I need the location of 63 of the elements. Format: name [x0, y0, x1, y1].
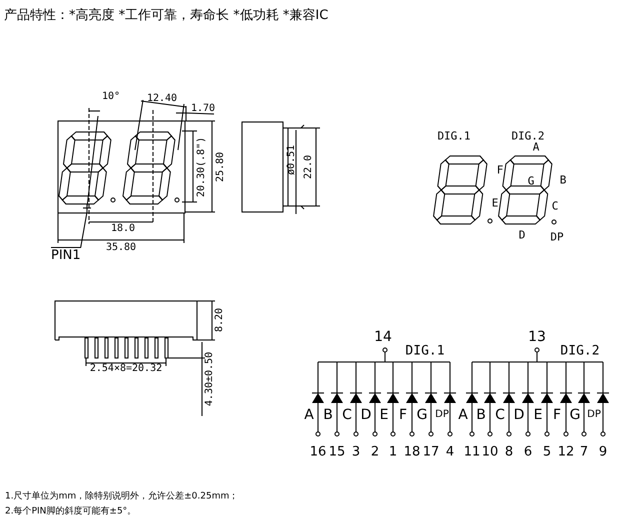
pin-number: 15 — [328, 446, 346, 458]
segment-label: E — [380, 408, 388, 422]
segment-label: A — [532, 142, 540, 152]
dimension-label: 1.70 — [190, 104, 216, 114]
pin-number: 5 — [542, 446, 552, 458]
note: 1.尺寸单位为mm，除特别说明外，允许公差±0.25mm； — [5, 492, 238, 502]
dimension-label: 4.30±0.50 — [205, 352, 215, 406]
segment-label: G — [570, 408, 580, 422]
dimension-label: 8.20 — [215, 308, 225, 332]
pin-number: 14 — [374, 330, 392, 344]
segment-label: DP — [550, 232, 564, 242]
dimension-label: 18.0 — [110, 224, 136, 234]
segment-label: D — [360, 408, 372, 422]
segment-label: DP — [587, 410, 601, 420]
digit-label: DIG.2 — [560, 344, 600, 358]
segment-label: D — [518, 230, 526, 240]
pin-number: 8 — [504, 446, 514, 458]
pin-number: 9 — [598, 446, 608, 458]
segment-label: B — [560, 174, 566, 186]
segment-label: C — [552, 200, 558, 212]
pin-number: 2 — [370, 446, 380, 458]
dimension-label: 2.54×8=20.32 — [90, 364, 162, 374]
pin-number: 10 — [482, 446, 498, 458]
pin-number: 16 — [310, 446, 326, 458]
dimension-label: 12.40 — [146, 94, 178, 104]
segment-label: G — [416, 408, 428, 422]
segment-label: B — [476, 408, 486, 422]
pin-number: 17 — [422, 446, 440, 458]
dimension-label: 20.30(.8") — [197, 136, 207, 198]
segment-label: F — [496, 164, 504, 176]
dimension-label: 25.80 — [216, 152, 226, 182]
segment-label: DP — [435, 410, 449, 420]
pin-number: 18 — [404, 446, 420, 458]
pin-number: 6 — [524, 446, 532, 458]
segment-label: C — [342, 408, 352, 422]
note: 2.每个PIN脚的斜度可能有±5°。 — [5, 508, 136, 516]
pin-marker-icon — [83, 204, 91, 212]
segment-label: E — [534, 408, 542, 422]
segment-label: F — [552, 408, 562, 422]
digit-label: DIG.1 — [437, 130, 471, 142]
segment-label: A — [458, 408, 468, 422]
pin-number: 3 — [352, 446, 360, 458]
pin-number: 4 — [446, 446, 454, 458]
digit-label: DIG.1 — [405, 344, 445, 358]
pin-number: 12 — [558, 446, 574, 458]
title: 产品特性：*高亮度 *工作可靠，寿命长 *低功耗 *兼容IC — [4, 7, 328, 24]
dimension-label: 22.0 — [304, 154, 314, 180]
segment-label: A — [304, 408, 314, 422]
segment-label: D — [514, 408, 524, 422]
pin-number: 13 — [528, 330, 546, 344]
pin-number: 11 — [464, 446, 480, 458]
segment-label: E — [492, 198, 498, 208]
segment-label: B — [323, 408, 333, 422]
dimension-label: 35.80 — [106, 243, 136, 253]
leader-line — [80, 212, 88, 248]
dimension-label: 10° — [102, 92, 120, 102]
pin-number: 1 — [388, 446, 398, 458]
digit-label: DIG.2 — [511, 130, 545, 142]
segment-label: F — [398, 408, 408, 422]
pin-number: 7 — [580, 446, 588, 458]
segment-label: C — [495, 408, 505, 422]
pin-label: PIN1 — [51, 247, 81, 262]
segment-label: G — [528, 176, 534, 186]
